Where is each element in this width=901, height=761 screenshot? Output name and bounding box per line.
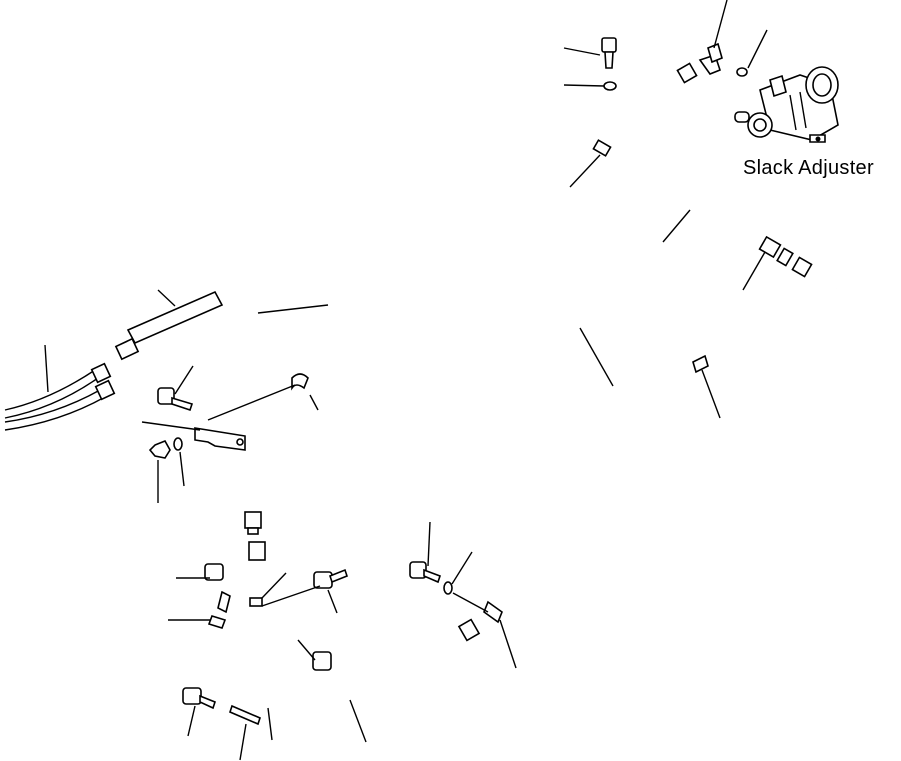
brake-tube-main bbox=[253, 268, 837, 709]
elbow-fitting-icon bbox=[698, 42, 723, 75]
clamp-icon bbox=[249, 597, 263, 607]
hose-icon bbox=[4, 362, 116, 431]
bracket-icon bbox=[194, 427, 246, 451]
slack-adjuster-label: Slack Adjuster bbox=[743, 157, 874, 179]
clamp-icon bbox=[207, 354, 709, 726]
tube-nut-icon bbox=[457, 618, 481, 642]
tube-nut-icon bbox=[244, 511, 266, 607]
washer-icon bbox=[148, 81, 617, 595]
brake-tube-left bbox=[138, 267, 254, 517]
slack-adjuster-icon bbox=[734, 66, 839, 143]
brake-tube-upper bbox=[590, 73, 767, 247]
leader-lines bbox=[44, 0, 768, 761]
o-ring-icon bbox=[736, 67, 748, 77]
tube-clamp-icon bbox=[592, 139, 612, 157]
tube-guard-icon bbox=[114, 290, 224, 361]
bolt-icon bbox=[157, 37, 617, 710]
